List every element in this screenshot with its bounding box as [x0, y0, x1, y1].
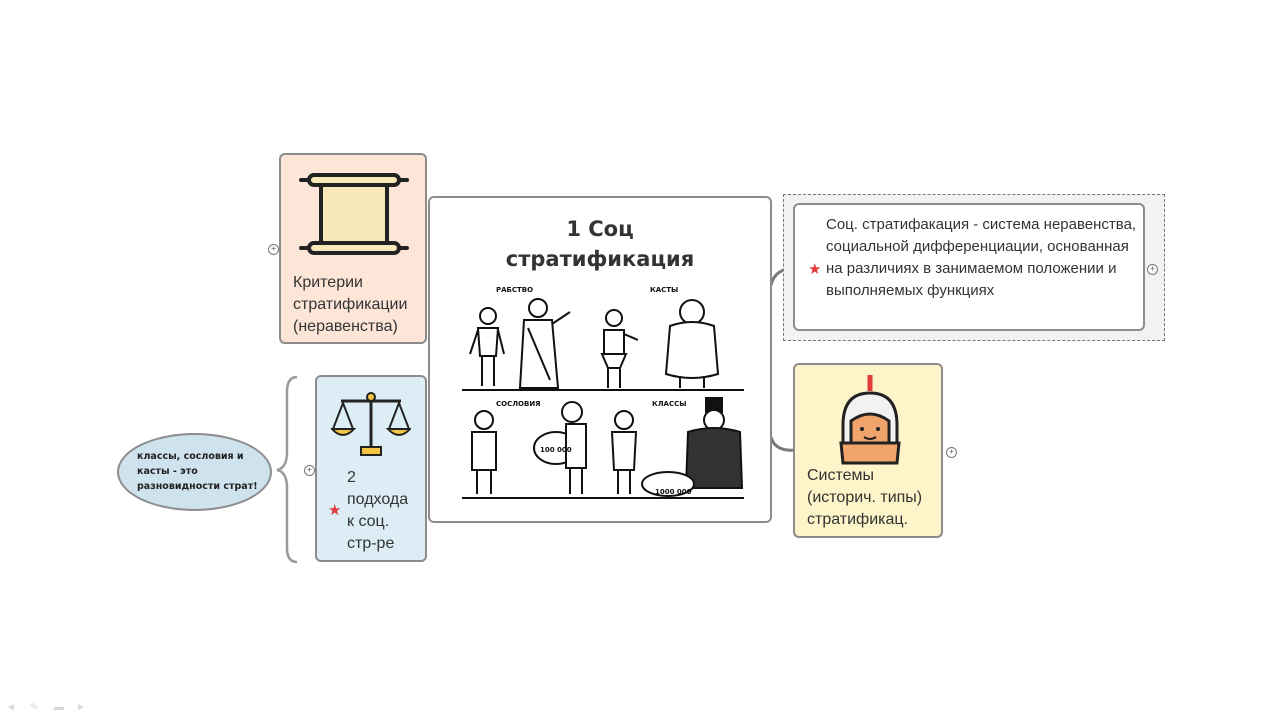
pen-icon[interactable]: ✎	[30, 702, 39, 713]
next-arrow-icon[interactable]: ►	[76, 702, 86, 713]
scroll-icon	[299, 173, 409, 255]
prev-arrow-icon[interactable]: ◄	[6, 702, 16, 713]
label-estates: СОСЛОВИЯ	[496, 400, 541, 408]
criteria-node[interactable]: Критерии стратификации (неравенства)	[279, 153, 427, 344]
bag-right-label: 1000 000	[655, 488, 692, 496]
central-node[interactable]: 1 Соц стратификация	[428, 196, 772, 523]
peasant-figure	[471, 410, 497, 494]
noble-figure	[518, 298, 571, 389]
star-icon: ★	[808, 261, 822, 278]
central-title: 1 Соц стратификация	[505, 217, 695, 271]
slave-figure	[469, 307, 505, 386]
worker-figure	[610, 410, 638, 494]
menu-icon[interactable]: ▬	[54, 702, 64, 713]
approaches-node[interactable]: ★ 2 подхода к соц. стр-ре	[315, 375, 427, 562]
approaches-label: 2 подхода к соц. стр-ре	[347, 469, 409, 552]
criteria-expand-toggle[interactable]: +	[268, 244, 279, 255]
systems-label: Системы (историч. типы) стратификац.	[807, 467, 923, 528]
label-castes: КАСТЫ	[650, 286, 679, 294]
criteria-label: Критерии стратификации (неравенства)	[293, 274, 408, 335]
grouping-brace	[276, 375, 298, 564]
systems-node[interactable]: Системы (историч. типы) стратификац.	[793, 363, 943, 538]
definition-expand-toggle[interactable]: +	[1147, 264, 1158, 275]
caste-low-figure	[600, 309, 639, 388]
definition-node[interactable]: ★ Соц. стратифакация - система неравенст…	[793, 203, 1145, 331]
approaches-expand-toggle[interactable]: +	[304, 465, 315, 476]
label-classes: КЛАССЫ	[652, 400, 687, 408]
scales-icon	[331, 392, 411, 456]
definition-text: Соц. стратифакация - система неравенства…	[826, 216, 1137, 299]
callout-bubble[interactable]: классы, сословия и касты - это разновидн…	[117, 433, 272, 511]
caste-high-figure	[664, 299, 720, 388]
star-icon: ★	[328, 502, 342, 519]
capitalist-figure	[641, 397, 744, 497]
bag-left-label: 100 000	[540, 446, 572, 454]
callout-text: классы, сословия и касты - это разновидн…	[137, 451, 258, 492]
stratification-illustration	[462, 298, 744, 499]
label-slavery: РАБСТВО	[496, 286, 534, 294]
systems-expand-toggle[interactable]: +	[946, 447, 957, 458]
warrior-icon	[839, 375, 901, 465]
slide-controls: ◄ ✎ ▬ ►	[6, 702, 86, 714]
merchant-figure	[533, 401, 587, 494]
